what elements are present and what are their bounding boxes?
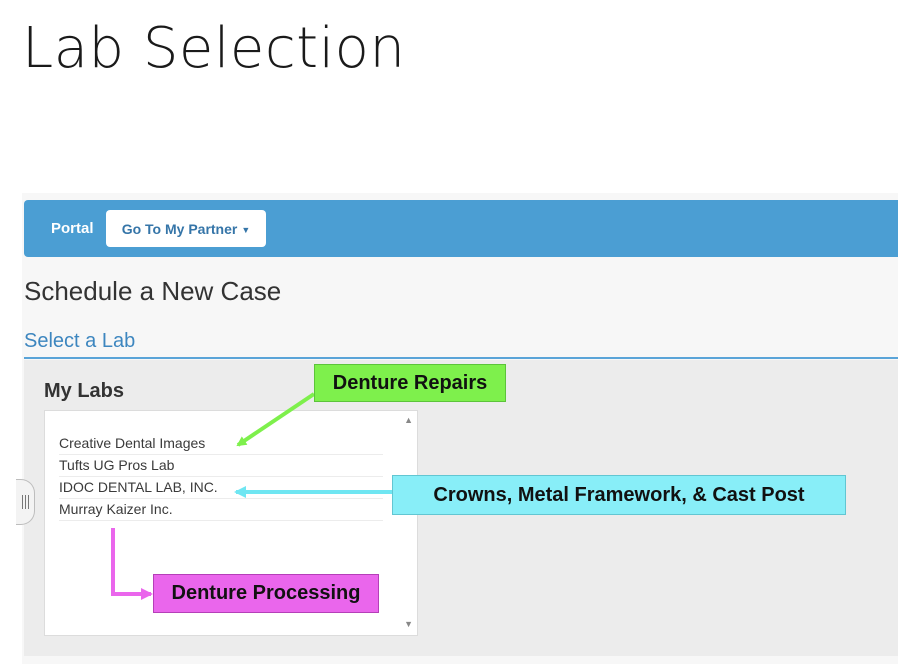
top-navbar: Portal Go To My Partner ▼ [24, 200, 898, 257]
go-to-my-partner-label: Go To My Partner [121, 220, 238, 237]
grip-icon [21, 495, 29, 509]
lab-list: Creative Dental Images Tufts UG Pros Lab… [59, 433, 383, 521]
lab-item-idoc-dental-lab[interactable]: IDOC DENTAL LAB, INC. [59, 477, 383, 499]
scroll-down-icon[interactable]: ▼ [404, 619, 413, 629]
lab-item-tufts-ug-pros-lab[interactable]: Tufts UG Pros Lab [59, 455, 383, 477]
nav-portal-link[interactable]: Portal [51, 220, 94, 237]
tab-underline [24, 357, 898, 359]
caret-down-icon: ▼ [241, 224, 251, 235]
denture-repairs-arrow [236, 392, 316, 447]
denture-repairs-callout: Denture Repairs [314, 364, 506, 402]
lab-item-murray-kaizer[interactable]: Murray Kaizer Inc. [59, 499, 383, 521]
tab-select-a-lab[interactable]: Select a Lab [24, 330, 136, 352]
denture-processing-callout: Denture Processing [153, 574, 379, 613]
go-to-my-partner-button[interactable]: Go To My Partner ▼ [106, 210, 266, 247]
crowns-callout: Crowns, Metal Framework, & Cast Post [392, 475, 846, 515]
lab-item-creative-dental-images[interactable]: Creative Dental Images [59, 433, 383, 455]
scroll-up-icon[interactable]: ▲ [404, 415, 413, 425]
denture-processing-arrow [111, 528, 153, 600]
slide-title: Lab Selection [22, 16, 406, 81]
my-labs-heading: My Labs [44, 380, 125, 402]
page-heading: Schedule a New Case [24, 276, 282, 306]
